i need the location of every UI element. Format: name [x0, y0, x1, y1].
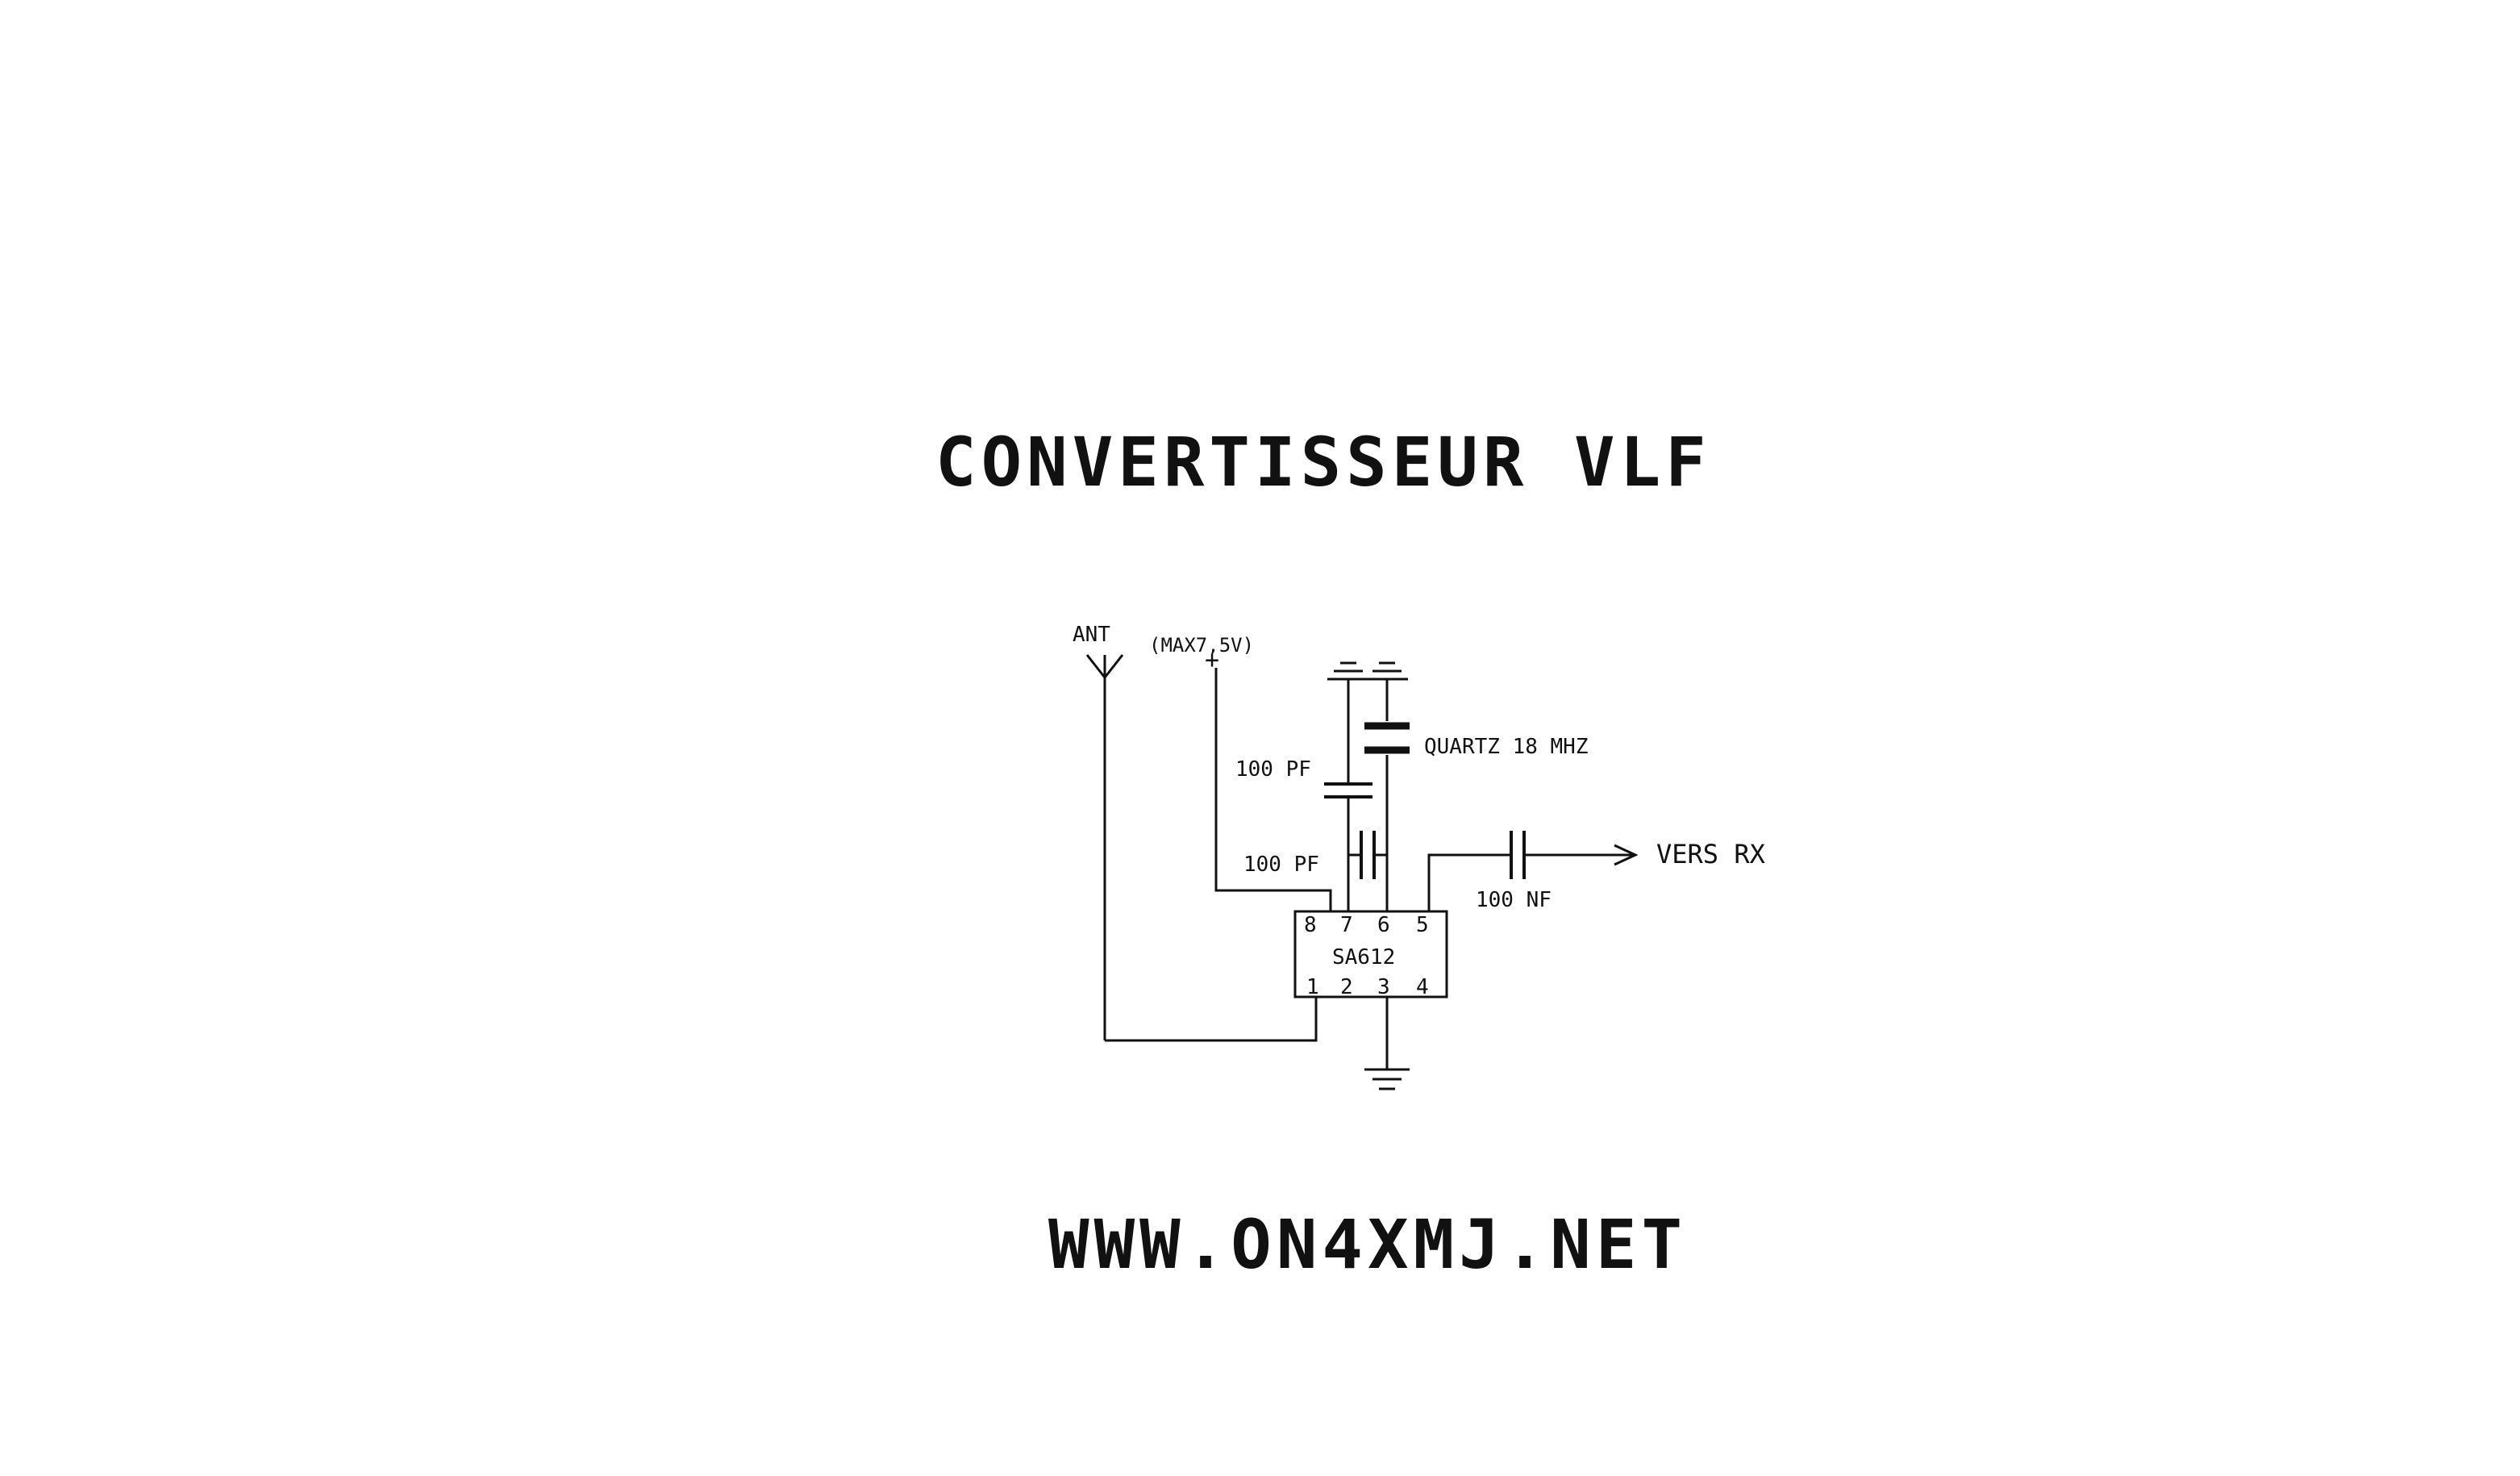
ground-symbol-cap — [1327, 661, 1369, 681]
ic-pin-4: 4 — [1416, 975, 1429, 999]
website-footer: WWW.ON4XMJ.NET — [1048, 1205, 1687, 1284]
diagram-title: CONVERTISSEUR VLF — [935, 423, 1711, 502]
capacitor-100pf-horizontal-label: 100 PF — [1243, 853, 1319, 877]
ic-pin-7: 7 — [1340, 913, 1353, 937]
ic-sa612 — [1293, 910, 1448, 999]
antenna-symbol — [1085, 654, 1124, 1040]
pin6-branch — [1364, 679, 1410, 911]
ground-symbol-crystal — [1366, 661, 1408, 681]
capacitor-100nf-label: 100 NF — [1476, 888, 1552, 912]
supply-wire — [1214, 668, 1332, 911]
ic-pin-1: 1 — [1306, 975, 1319, 999]
capacitor-100pf-horizontal — [1348, 831, 1387, 879]
ic-pin-6: 6 — [1377, 913, 1390, 937]
output-label: VERS RX — [1656, 839, 1765, 869]
ic-name: SA612 — [1332, 945, 1395, 969]
pin7-branch — [1324, 679, 1372, 911]
supply-label: (MAX7,5V) — [1149, 634, 1254, 657]
antenna-label: ANT — [1073, 623, 1110, 647]
supply-plus: + — [1205, 646, 1219, 674]
crystal-label: QUARTZ 18 MHZ — [1424, 735, 1589, 759]
antenna-wire — [1105, 997, 1318, 1042]
ic-pin-2: 2 — [1340, 975, 1353, 999]
ic-pin-3: 3 — [1377, 975, 1390, 999]
output-branch — [1427, 831, 1639, 911]
ic-pin-5: 5 — [1416, 913, 1429, 937]
capacitor-100pf-vertical-label: 100 PF — [1235, 757, 1311, 782]
ground-symbol-bottom — [1364, 997, 1410, 1090]
ic-pin-8: 8 — [1304, 913, 1317, 937]
